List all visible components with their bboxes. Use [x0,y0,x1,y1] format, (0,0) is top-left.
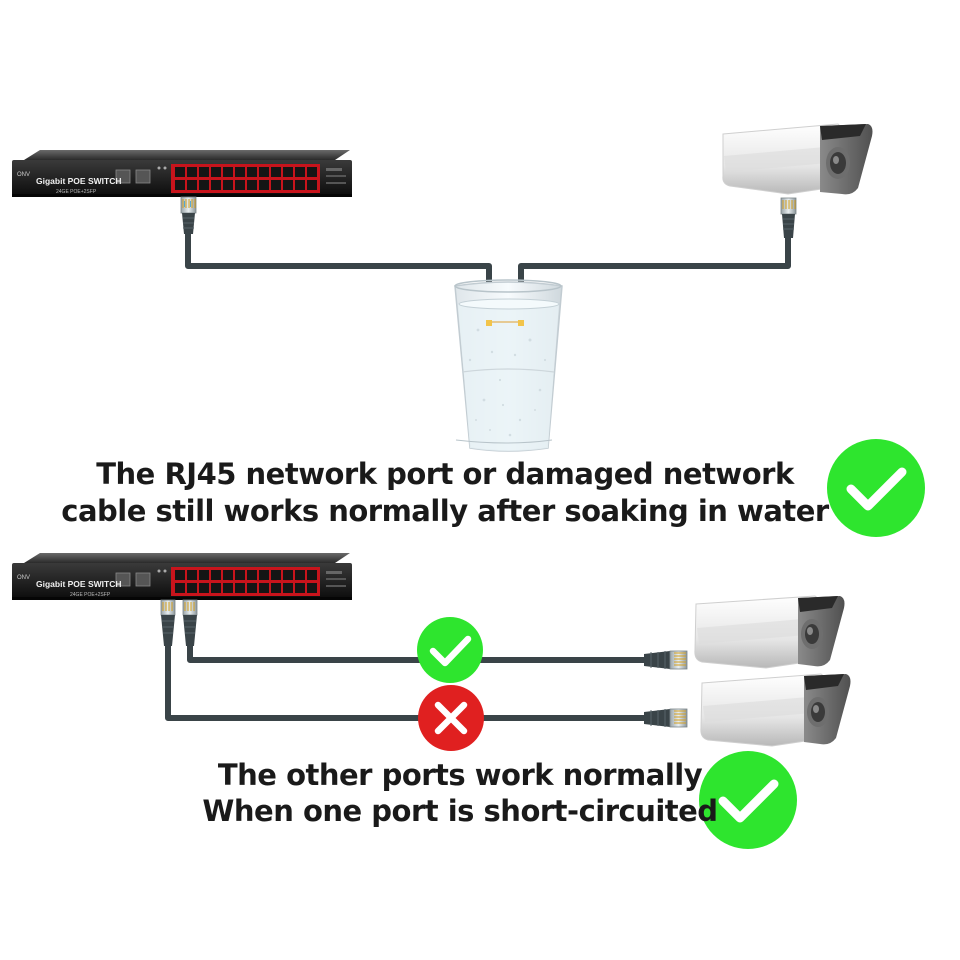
camera-bottom-2 [700,673,851,747]
caption-top-line-1: The RJ45 network port or damaged network [96,457,794,491]
rj45-plug-camera-1 [644,650,688,670]
caption-top-line-2: cable still works normally after soaking… [61,494,829,528]
switch-brand: ONV [17,575,30,581]
caption-bottom: The other ports work normally When one p… [150,757,770,829]
poe-switch-bottom: ONV Gigabit POE SWITCH 24GE POE+2SFP [12,553,352,600]
camera-bottom-1 [694,595,845,669]
switch-brand: ONV [17,172,30,178]
switch-title: Gigabit POE SWITCH [36,176,121,186]
rj45-plug-bottom-1 [160,599,176,646]
cross-icon [418,685,484,751]
cable-good [187,645,650,663]
caption-top: The RJ45 network port or damaged network… [60,456,830,530]
rj45-plug-bottom-2 [182,599,198,646]
caption-bottom-line-2: When one port is short-circuited [202,794,718,828]
cable-top-right [518,238,791,330]
caption-bottom-line-1: The other ports work normally [217,758,703,792]
rj45-plug-top-switch [180,196,197,234]
cable-short-circuit [165,645,650,721]
check-icon [827,439,925,537]
check-icon [417,617,483,683]
rj45-plug-top-camera [780,197,797,238]
rj45-plug-camera-2 [644,708,688,728]
poe-switch-top: ONV Gigabit POE SWITCH 24GE POE+2SFP [12,150,352,197]
cable-top-left [185,232,492,330]
camera-top [722,123,873,195]
check-icon [699,751,797,849]
switch-title: Gigabit POE SWITCH [36,579,121,589]
water-glass [454,279,563,452]
switch-subtitle: 24GE POE+2SFP [56,189,97,195]
switch-subtitle: 24GE POE+2SFP [70,592,111,598]
